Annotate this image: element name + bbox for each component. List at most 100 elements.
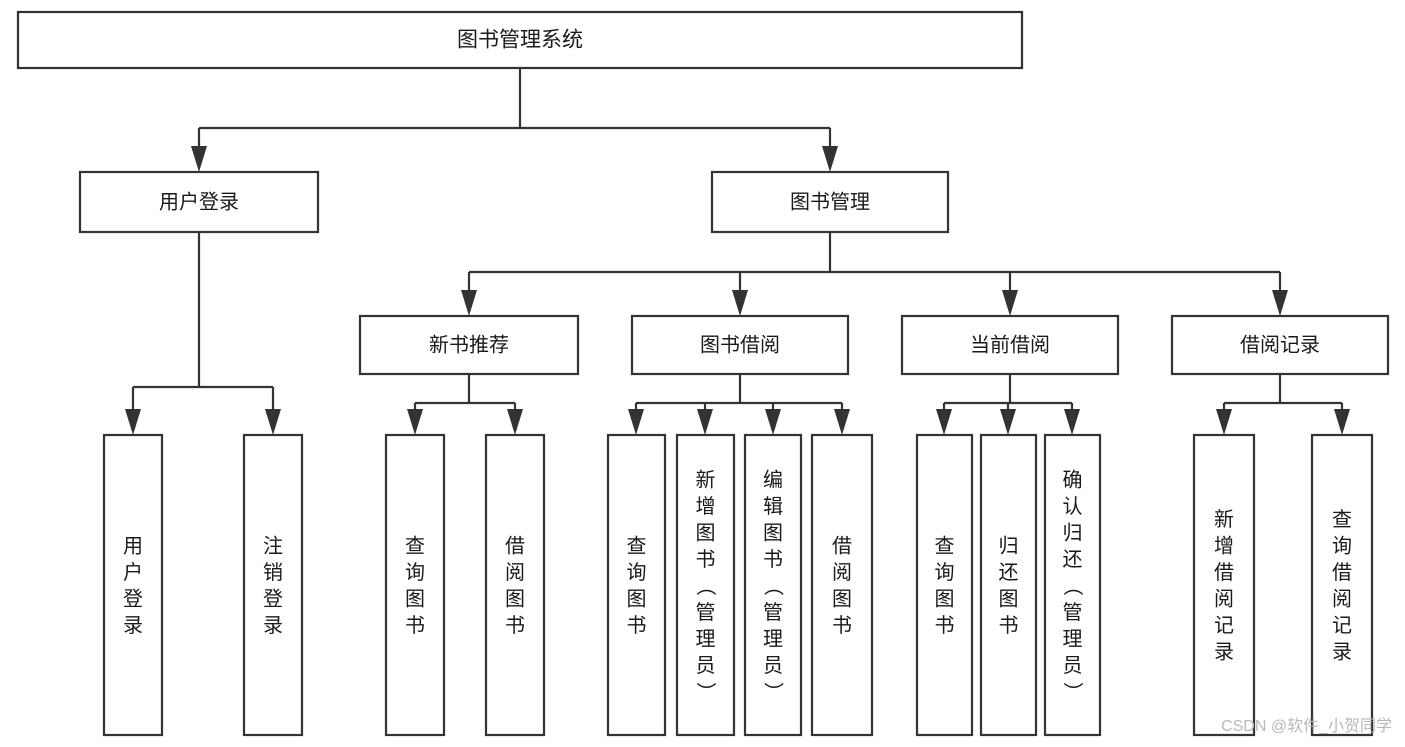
connector-arrowhead [765,409,781,435]
connector-arrowhead [1002,290,1018,316]
connector-arrowhead [628,409,644,435]
node-label-leaf-add-book-admin-char: ） [694,682,717,702]
node-label-leaf-add-book-admin-char: 增 [696,495,716,518]
node-label-leaf-add-book-admin-char: 管 [696,601,716,624]
node-box-current-borrow [900,314,1120,376]
node-label-leaf-search-book-borrow-char: 图 [627,589,647,611]
node-label-leaf-search-borrow-record-char: 询 [1332,535,1352,558]
node-label-leaf-search-book-recommend-char: 书 [405,614,425,637]
node-label-leaf-return-book-char: 还 [999,561,1019,584]
connector-arrowhead [834,409,850,435]
node-label-leaf-add-book-admin-char: 理 [696,628,716,650]
connector-root [191,68,838,172]
connector-arrowhead [265,409,281,435]
connector-book-borrow [628,374,850,435]
node-label-leaf-confirm-return-admin-char: 员 [1063,655,1083,677]
node-label-leaf-search-borrow-record-char: 录 [1332,642,1352,664]
node-label-leaf-edit-book-admin-char: ） [761,682,784,702]
connector-arrowhead [125,409,141,435]
node-user-login[interactable]: 用户登录 [78,170,320,234]
node-box-user-login [78,170,320,234]
connector-new-book-recommend [407,374,523,435]
node-box-root [16,10,1024,70]
node-label-book-borrow: 图书借阅 [700,333,780,356]
node-box-leaf-search-book-borrow [606,433,667,737]
node-label-borrow-record: 借阅记录 [1240,333,1320,356]
connector-user-login [125,232,281,435]
node-book-borrow[interactable]: 图书借阅 [630,314,850,376]
node-label-new-book-recommend: 新书推荐 [429,333,509,356]
node-label-leaf-add-book-admin-char: 员 [696,655,716,677]
node-leaf-user-login[interactable]: 用户登录 [102,433,164,737]
node-new-book-recommend[interactable]: 新书推荐 [358,314,580,376]
node-label-leaf-logout-char: 录 [263,615,283,637]
node-label-leaf-search-book-recommend-char: 询 [405,561,425,584]
node-label-leaf-confirm-return-admin-char: （ [1061,576,1084,596]
node-box-new-book-recommend [358,314,580,376]
node-label-leaf-search-book-recommend-char: 图 [405,589,425,611]
node-label-leaf-add-book-admin-char: 书 [696,548,716,571]
node-label-leaf-user-login-char: 登 [123,588,143,611]
node-label-leaf-return-book-char: 书 [999,614,1019,637]
watermark-label: CSDN @软件_小贺同学 [1221,717,1392,735]
node-label-leaf-edit-book-admin-char: 辑 [763,495,783,518]
node-box-borrow-record [1170,314,1390,376]
connector-current-borrow [936,374,1080,435]
node-label-leaf-search-book-current-char: 询 [935,561,955,584]
node-label-leaf-add-borrow-record-char: 记 [1214,614,1234,637]
node-label-leaf-search-borrow-record-char: 借 [1332,561,1352,584]
node-box-leaf-search-borrow-record [1310,433,1374,737]
node-label-leaf-logout-char: 销 [263,561,283,584]
node-label-leaf-confirm-return-admin-char: 理 [1063,628,1083,650]
node-label-leaf-edit-book-admin-char: （ [761,576,784,596]
node-label-leaf-borrow-book-char: 书 [832,614,852,637]
node-box-leaf-borrow-book-recommend [484,433,546,737]
node-label-leaf-edit-book-admin-char: 编 [763,468,783,491]
node-box-leaf-search-book-recommend [384,433,446,737]
connector-arrowhead [936,409,952,435]
node-box-leaf-confirm-return-admin [1043,433,1102,737]
node-label-leaf-return-book-char: 图 [999,589,1019,611]
node-borrow-record[interactable]: 借阅记录 [1170,314,1390,376]
node-box-book-manage [710,170,950,234]
node-box-leaf-search-book-current [915,433,974,737]
connector-arrowhead [822,146,838,172]
node-label-leaf-add-borrow-record-char: 借 [1214,561,1234,584]
node-root[interactable]: 图书管理系统 [16,10,1024,70]
node-label-leaf-add-book-admin-char: 新 [696,468,716,491]
node-box-leaf-add-borrow-record [1192,433,1256,737]
node-label-leaf-edit-book-admin-char: 管 [763,601,783,624]
connector-arrowhead [1272,290,1288,316]
connector-arrowhead [1334,409,1350,435]
node-current-borrow[interactable]: 当前借阅 [900,314,1120,376]
node-label-leaf-user-login-char: 户 [123,561,143,584]
node-label-leaf-confirm-return-admin-char: ） [1061,682,1084,702]
node-label-leaf-borrow-book-char: 阅 [832,561,852,584]
node-label-leaf-user-login-char: 录 [123,615,143,637]
node-label-leaf-search-book-current-char: 书 [935,614,955,637]
node-label-leaf-borrow-book-recommend-char: 阅 [505,561,525,584]
connector-layer [125,68,1350,435]
connector-arrowhead [407,409,423,435]
node-label-leaf-borrow-book-recommend-char: 图 [505,589,525,611]
node-label-leaf-search-borrow-record-char: 阅 [1332,588,1352,611]
node-label-current-borrow: 当前借阅 [970,333,1050,356]
node-box-leaf-return-book [979,433,1038,737]
node-label-leaf-borrow-book-recommend-char: 书 [505,614,525,637]
node-label-leaf-search-book-recommend-char: 查 [405,535,425,558]
node-label-leaf-search-book-borrow-char: 查 [627,535,647,558]
node-book-manage[interactable]: 图书管理 [710,170,950,234]
